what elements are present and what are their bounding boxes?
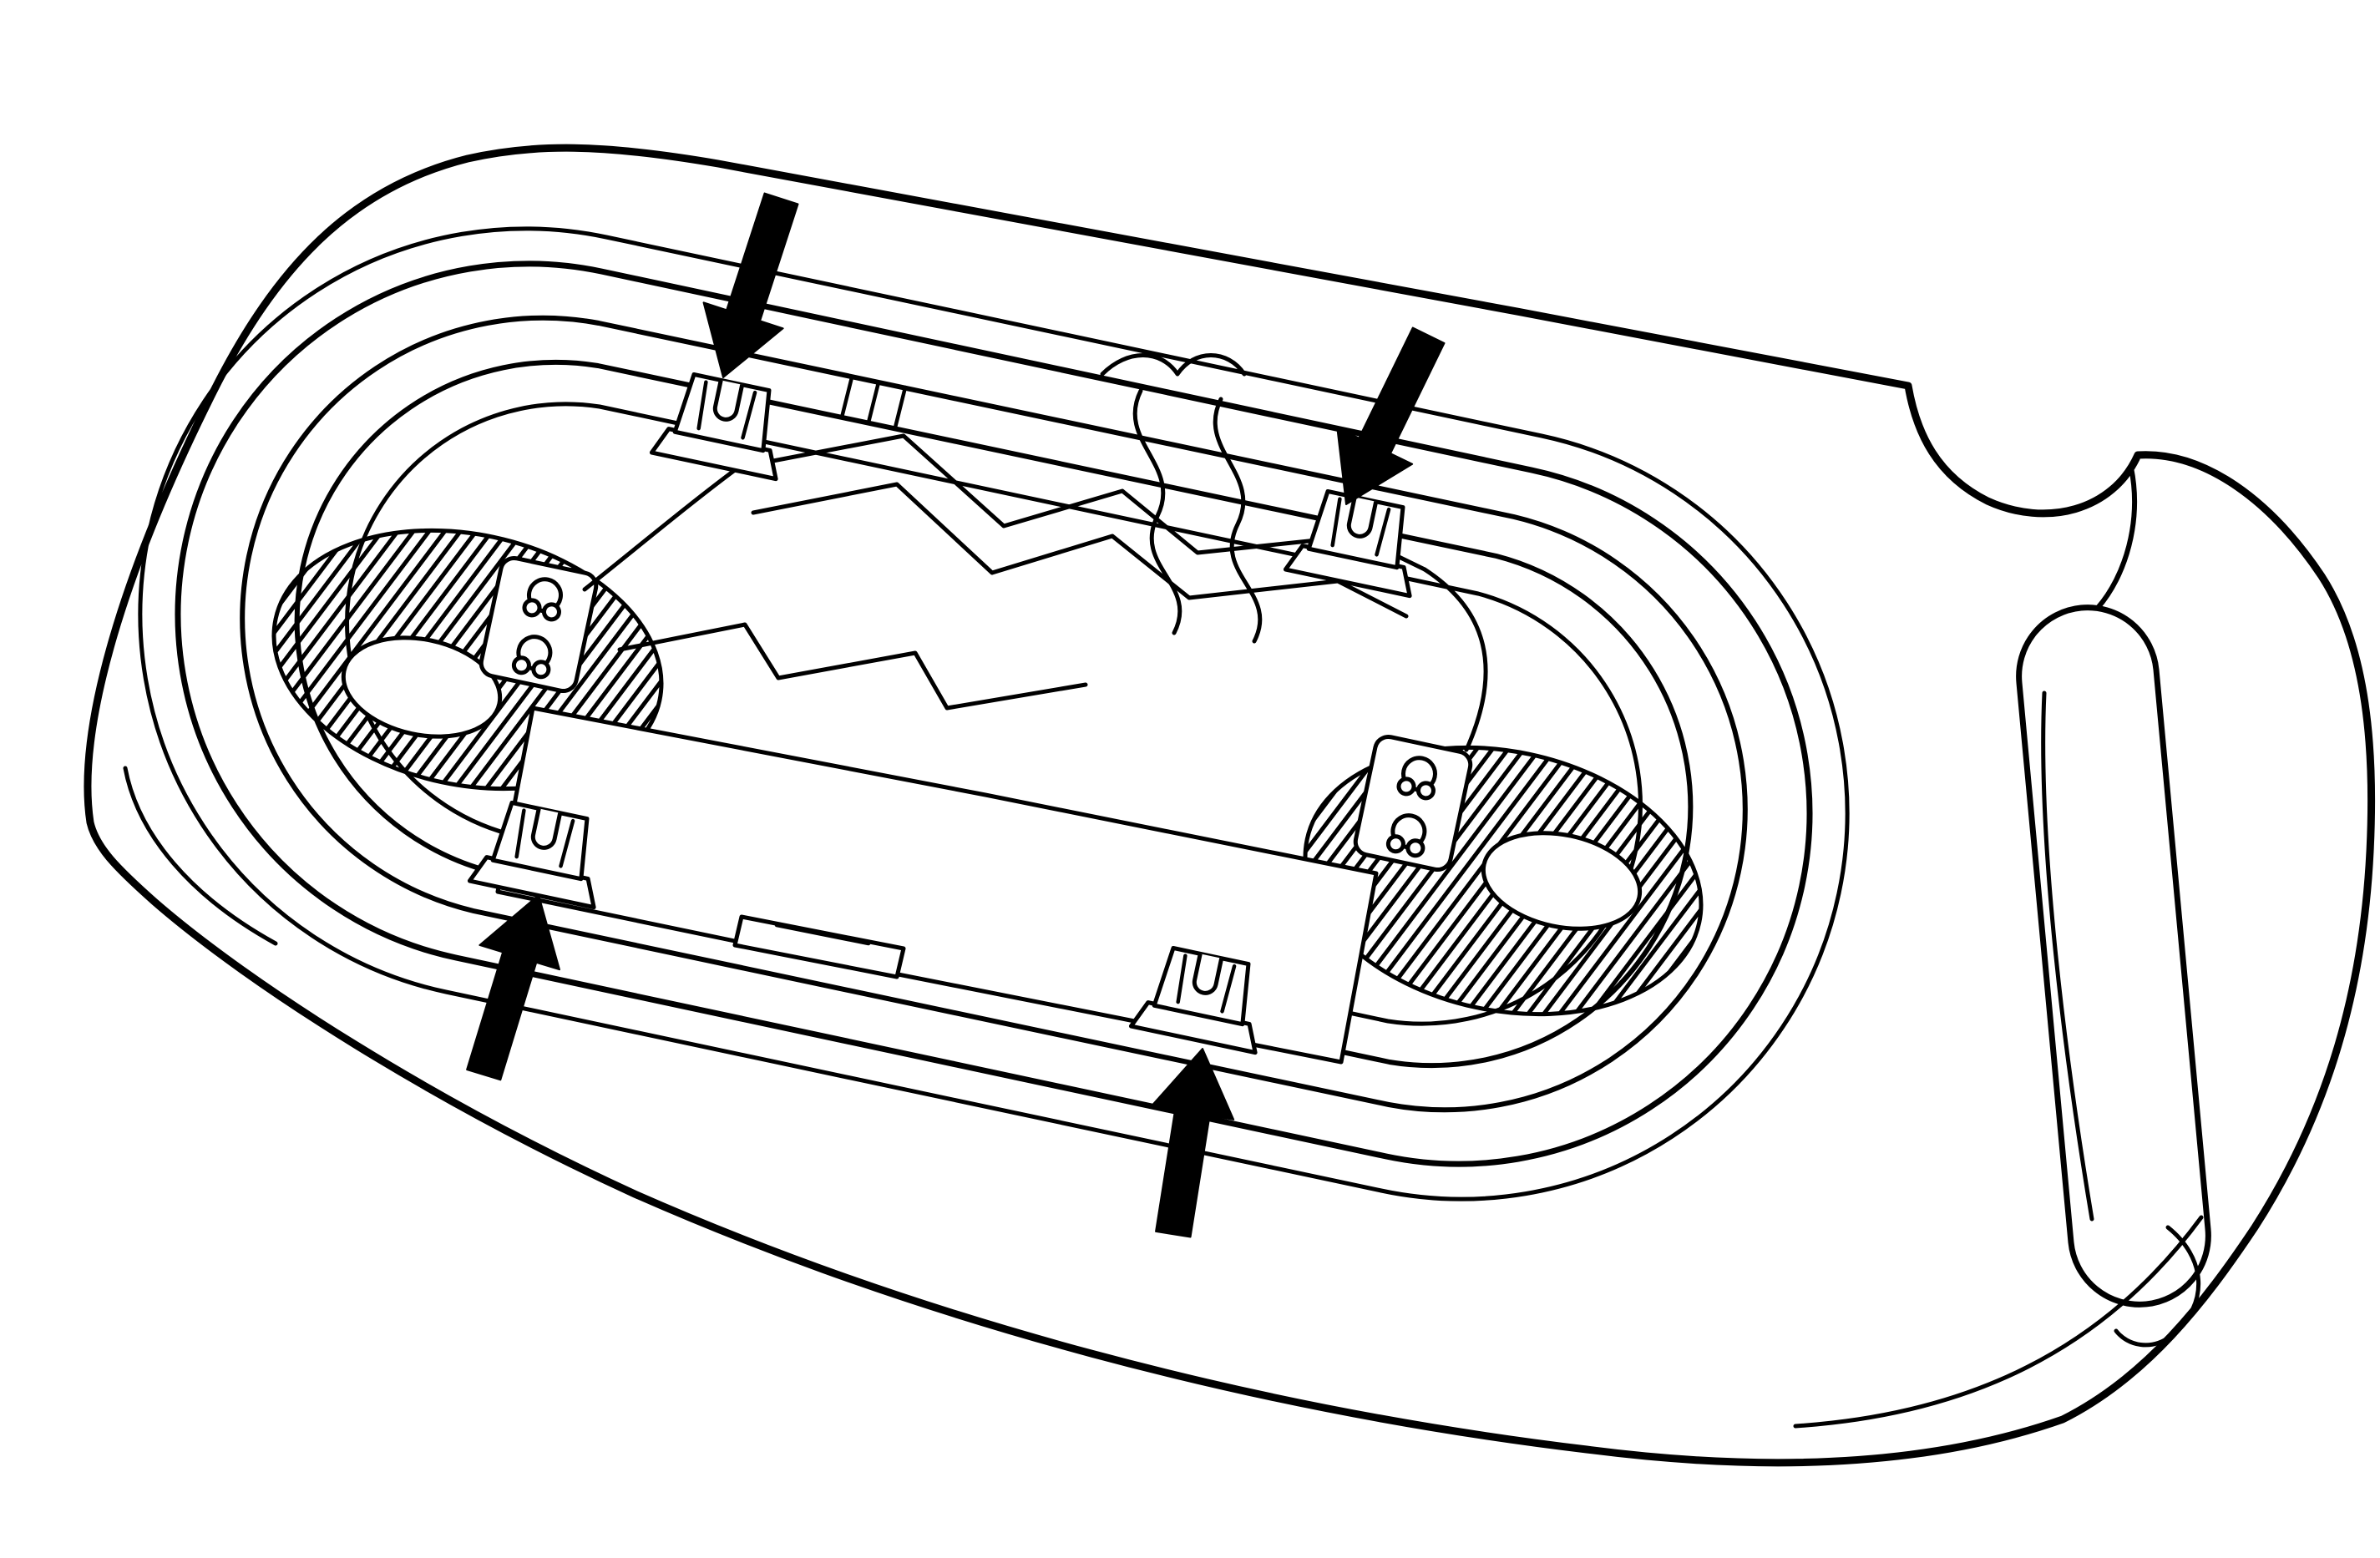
arrow-bottom-left (443, 882, 580, 1088)
panel-step-line (617, 622, 1088, 711)
wire-top-loop (1100, 353, 1247, 377)
harness-left-drop (582, 465, 741, 592)
mirror-panel (495, 622, 1379, 1065)
pivot-rod-bar (2016, 604, 2211, 1308)
hanging-wire-2 (1213, 397, 1263, 644)
hanging-wire-1 (1132, 388, 1182, 635)
right-lamp-lens (1481, 831, 1643, 931)
visor-outline (84, 144, 2376, 1467)
arrow-top-left (682, 185, 823, 392)
vent-tick-3 (893, 385, 908, 430)
corner-crease (1793, 1215, 2204, 1429)
recess-ring-1 (175, 261, 1813, 1167)
recess-ring-outer-lip (138, 226, 1850, 1201)
vent-tick-1 (839, 375, 854, 420)
rod-hook (2114, 1225, 2200, 1348)
bottom-tab-slot (774, 923, 871, 946)
recess-ring-2 (240, 315, 1748, 1113)
mirror-recess (138, 226, 1850, 1201)
notch-crease (2095, 465, 2138, 610)
visor-body (84, 144, 2376, 1467)
recess-ring-3 (294, 359, 1694, 1069)
pivot-rod-highlight (2041, 690, 2094, 1222)
recess-ring-4 (345, 402, 1643, 1026)
left-lamp-lens (341, 635, 503, 739)
left-tip-crease (123, 766, 278, 946)
vent-tick-2 (866, 380, 881, 425)
harness-right-drop (1422, 567, 1488, 752)
mirror-panel-outline (495, 706, 1379, 1065)
